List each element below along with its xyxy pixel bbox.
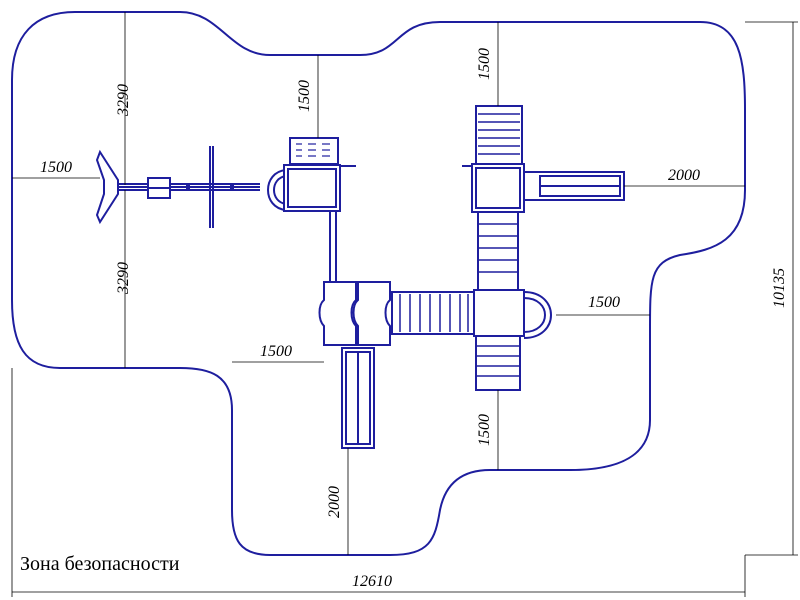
dim-bottom-mid: 1500 [476,414,493,446]
safety-zone-label: Зона безопасности [20,553,180,575]
dim-total-width: 12610 [352,573,392,590]
dim-slide-bottom: 2000 [326,486,343,518]
dim-left-mid: 1500 [260,343,292,360]
dim-slide-right: 2000 [668,167,700,184]
dim-swing-top: 3290 [115,84,132,117]
bottom-slide [341,347,375,449]
right-tower [462,105,625,391]
safety-zone-outline [11,11,746,556]
dim-tower-top: 1500 [296,80,313,112]
swing [95,146,260,228]
left-tower [267,137,356,290]
dim-total-height: 10135 [771,268,788,308]
dim-right-side: 1500 [588,294,620,311]
dim-left-clearance: 1500 [40,159,72,176]
dimension-lines [11,12,798,597]
center-platforms [318,281,552,346]
dim-swing-bottom: 3290 [115,262,132,295]
dim-right-tower-top: 1500 [476,48,493,80]
